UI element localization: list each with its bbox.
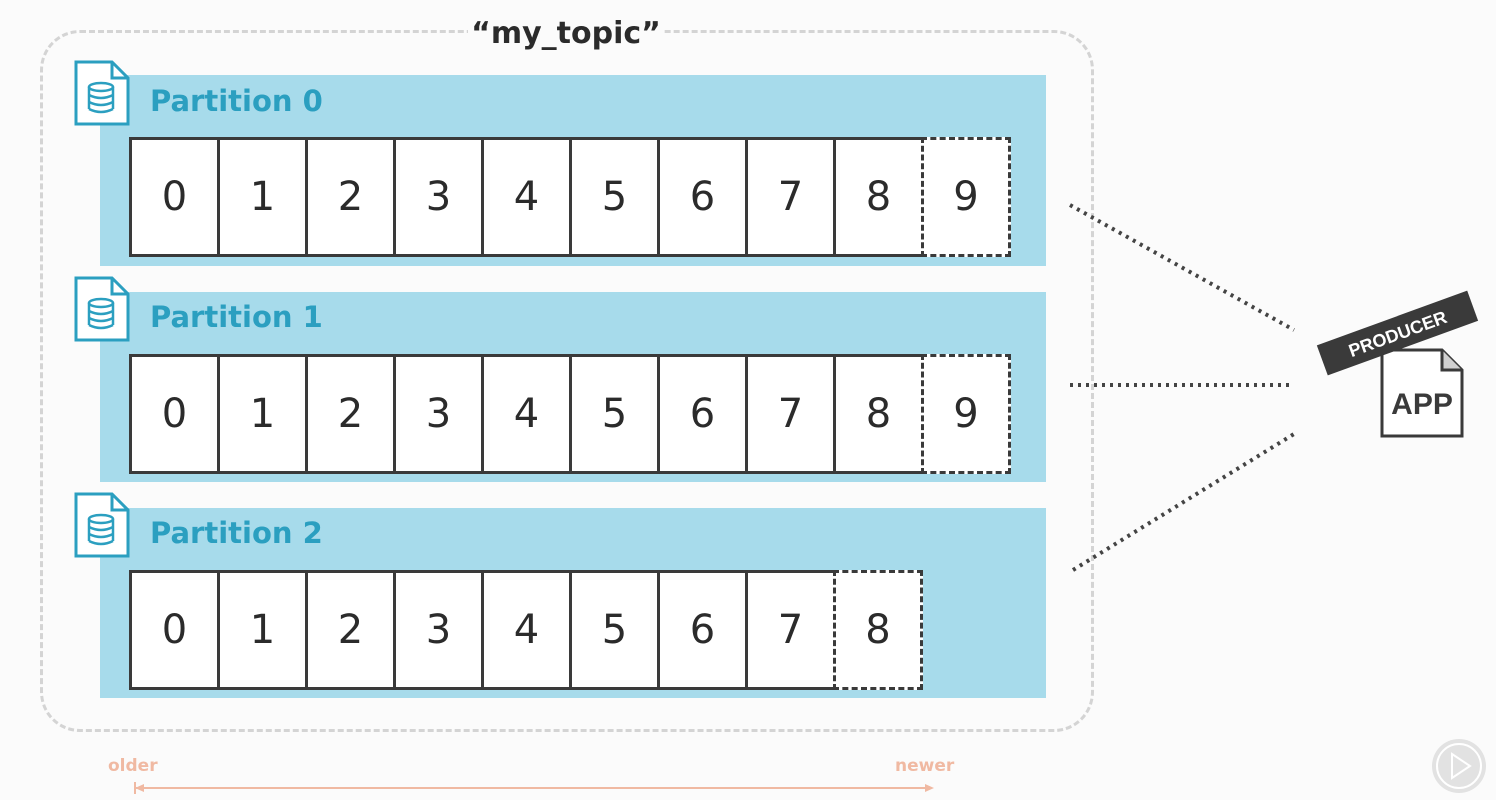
offset-cell: 2: [305, 137, 393, 257]
timeline-arrow: [134, 782, 934, 794]
offset-cell: 6: [657, 354, 745, 474]
app-label: APP: [1391, 388, 1453, 421]
partition-0-log: 0 1 2 3 4 5 6 7 8 9: [129, 137, 1011, 257]
connector-partition-2: [1071, 432, 1296, 572]
connector-partition-0: [1069, 203, 1295, 332]
offset-cell: 2: [305, 354, 393, 474]
pending-offset-cell: 9: [921, 137, 1011, 257]
offset-cell: 1: [217, 137, 305, 257]
play-button[interactable]: [1432, 739, 1486, 793]
partition-1-log: 0 1 2 3 4 5 6 7 8 9: [129, 354, 1011, 474]
producer-app: PRODUCER APP: [1300, 280, 1490, 454]
timeline-older-label: older: [108, 756, 158, 776]
offset-cell: 4: [481, 570, 569, 690]
offset-cell: 7: [745, 354, 833, 474]
offset-cell: 6: [657, 137, 745, 257]
database-file-icon: [74, 276, 130, 342]
partition-1-label: Partition 1: [150, 300, 323, 334]
offset-cell: 3: [393, 137, 481, 257]
pending-offset-cell: 8: [833, 570, 923, 690]
database-file-icon: [74, 60, 130, 126]
offset-cell: 3: [393, 354, 481, 474]
offset-cell: 7: [745, 570, 833, 690]
offset-cell: 1: [217, 570, 305, 690]
timeline-newer-label: newer: [895, 756, 955, 776]
partition-0-label: Partition 0: [150, 84, 323, 118]
offset-cell: 5: [569, 354, 657, 474]
offset-cell: 8: [833, 137, 921, 257]
partition-2-log: 0 1 2 3 4 5 6 7 8: [129, 570, 923, 690]
offset-cell: 0: [129, 137, 217, 257]
offset-cell: 4: [481, 354, 569, 474]
offset-cell: 0: [129, 570, 217, 690]
app-document-icon: PRODUCER APP: [1316, 290, 1479, 438]
offset-cell: 0: [129, 354, 217, 474]
offset-cell: 4: [481, 137, 569, 257]
database-file-icon: [74, 492, 130, 558]
offset-cell: 7: [745, 137, 833, 257]
topic-title: “my_topic”: [468, 14, 664, 54]
play-icon: [1436, 743, 1482, 789]
offset-cell: 5: [569, 137, 657, 257]
offset-cell: 6: [657, 570, 745, 690]
offset-cell: 5: [569, 570, 657, 690]
offset-cell: 1: [217, 354, 305, 474]
partition-2-label: Partition 2: [150, 516, 323, 550]
offset-cell: 8: [833, 354, 921, 474]
offset-cell: 2: [305, 570, 393, 690]
pending-offset-cell: 9: [921, 354, 1011, 474]
offset-cell: 3: [393, 570, 481, 690]
